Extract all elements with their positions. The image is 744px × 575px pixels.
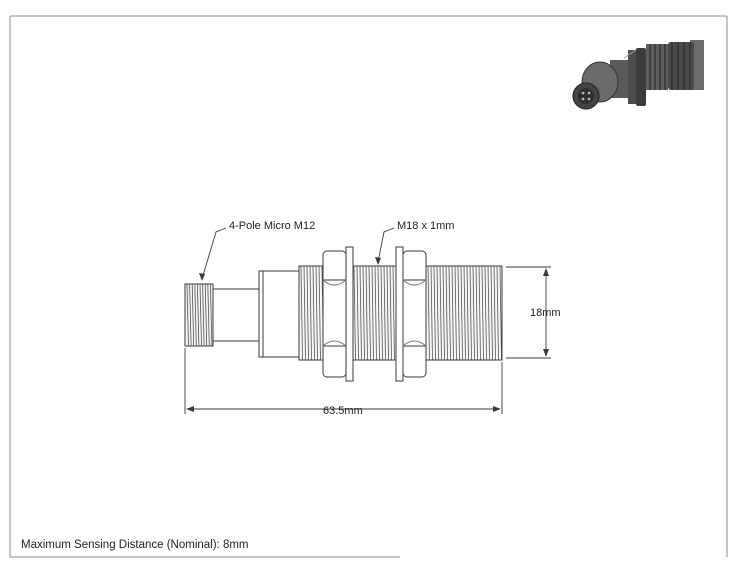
thread-line [380, 265, 383, 361]
thread-line [490, 265, 493, 361]
thread-line [377, 265, 380, 361]
thread-line [383, 265, 386, 361]
thread-line [197, 283, 200, 347]
thread-line [442, 265, 445, 361]
thread-line [365, 265, 368, 361]
thread-line [496, 265, 499, 361]
thread-line [312, 265, 315, 361]
thread-line [303, 265, 306, 361]
sheet-border [9, 15, 728, 558]
thread-line [204, 283, 208, 347]
thread-line [484, 265, 487, 361]
sensor-3d-preview-icon [572, 40, 704, 110]
thread-line [191, 283, 195, 347]
thread-line [481, 265, 484, 361]
main-thread-lines [300, 265, 502, 361]
diameter-dimension-label: 18mm [530, 307, 561, 319]
thread-line [186, 283, 189, 347]
thread-line [189, 283, 192, 347]
thread-line [389, 265, 392, 361]
thread-line [207, 283, 210, 347]
thread-line [199, 283, 202, 347]
thread-line [466, 265, 469, 361]
thread-line [487, 265, 490, 361]
thread-line [478, 265, 481, 361]
thread-line [318, 265, 321, 361]
thread-line [368, 265, 371, 361]
thread-line [493, 265, 496, 361]
thread-line [315, 265, 318, 361]
thread-line [362, 265, 365, 361]
thread-line [460, 265, 463, 361]
nut-right [402, 250, 427, 378]
washer-right [395, 246, 404, 382]
thread-line [371, 265, 374, 361]
length-dimension-label: 63.5mm [323, 405, 363, 417]
thread-line [499, 265, 502, 361]
connector-thread-lines [186, 283, 213, 347]
thread-line [451, 265, 454, 361]
thread-line [463, 265, 466, 361]
thread-line [454, 265, 457, 361]
thread-line [430, 265, 433, 361]
thread-line [309, 265, 312, 361]
thread-line [439, 265, 442, 361]
thread-line [427, 265, 430, 361]
thread-line [445, 265, 448, 361]
thread-line [194, 283, 197, 347]
thread-line [300, 265, 303, 361]
thread-line [353, 265, 356, 361]
thread-line [359, 265, 362, 361]
dimension-length [184, 348, 503, 414]
thread-line [469, 265, 472, 361]
thread-line [436, 265, 439, 361]
thread-line [306, 265, 309, 361]
sensor-body [258, 270, 300, 358]
thread-line [433, 265, 436, 361]
nut-left [322, 250, 347, 378]
thread-line [448, 265, 451, 361]
thread-line [386, 265, 389, 361]
thread-line [374, 265, 377, 361]
sensor-drawing [184, 246, 503, 382]
thread-line [356, 265, 359, 361]
thread-line [475, 265, 478, 361]
connector-callout-label: 4-Pole Micro M12 [229, 220, 316, 232]
thread-line [210, 283, 213, 347]
sensing-distance-note: Maximum Sensing Distance (Nominal): 8mm [21, 539, 249, 551]
dimension-diameter [506, 266, 551, 359]
thread-callout-label: M18 x 1mm [397, 220, 455, 232]
thread-line [472, 265, 475, 361]
callout-leaders [199, 227, 395, 281]
washer-left [345, 246, 354, 382]
thread-line [457, 265, 460, 361]
thread-line [202, 283, 205, 347]
connector-neck [212, 288, 260, 342]
thread-line [392, 265, 395, 361]
